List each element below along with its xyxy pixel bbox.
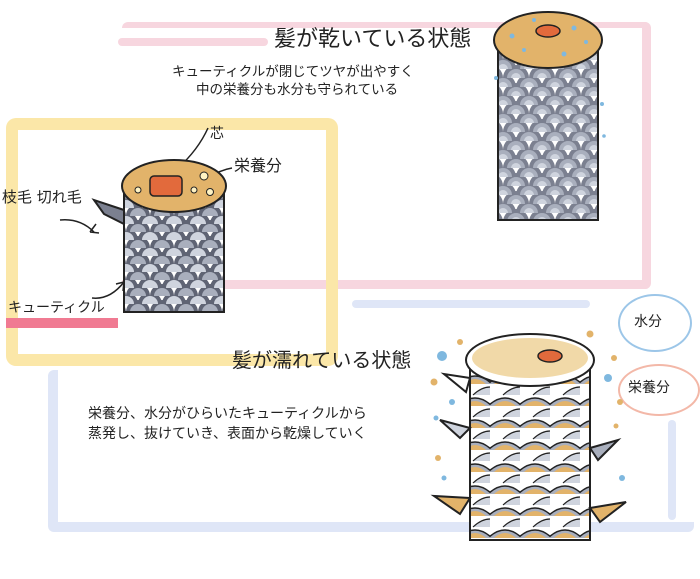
bubble-water-label: 水分 <box>634 314 662 330</box>
dry-hair-strand-illustration <box>493 11 606 221</box>
blue-frame-top-stroke <box>352 300 590 308</box>
wet-description-line1: 栄養分、水分がひらいたキューティクルから <box>88 406 367 422</box>
wet-hair-strand-illustration <box>430 330 627 541</box>
label-cuticle: キューティクル <box>8 300 105 316</box>
blue-frame <box>48 370 694 532</box>
yellow-frame <box>6 118 338 366</box>
damaged-hair-strand-illustration <box>59 127 233 313</box>
dry-description-line1: キューティクルが閉じてツヤが出やすく <box>172 64 414 80</box>
dry-description-line2: 中の栄養分も水分も守られている <box>196 82 399 98</box>
dry-title: 髪が乾いている状態 <box>274 27 472 52</box>
bubble-nutrients-label: 栄養分 <box>628 380 670 396</box>
cuticle-highlight <box>6 318 118 328</box>
wet-description-line2: 蒸発し、抜けていき、表面から乾燥していく <box>88 426 367 442</box>
pink-frame-top-stroke <box>118 38 268 46</box>
label-nutrients: 栄養分 <box>234 156 283 175</box>
pink-frame <box>122 22 651 289</box>
label-split-ends: 枝毛 切れ毛 <box>2 188 82 206</box>
bubble-nutrients <box>618 364 700 416</box>
label-core: 芯 <box>210 126 224 142</box>
blue-frame-right-stroke <box>668 420 676 520</box>
wet-title: 髪が濡れている状態 <box>232 348 412 372</box>
bubble-water <box>618 294 692 352</box>
